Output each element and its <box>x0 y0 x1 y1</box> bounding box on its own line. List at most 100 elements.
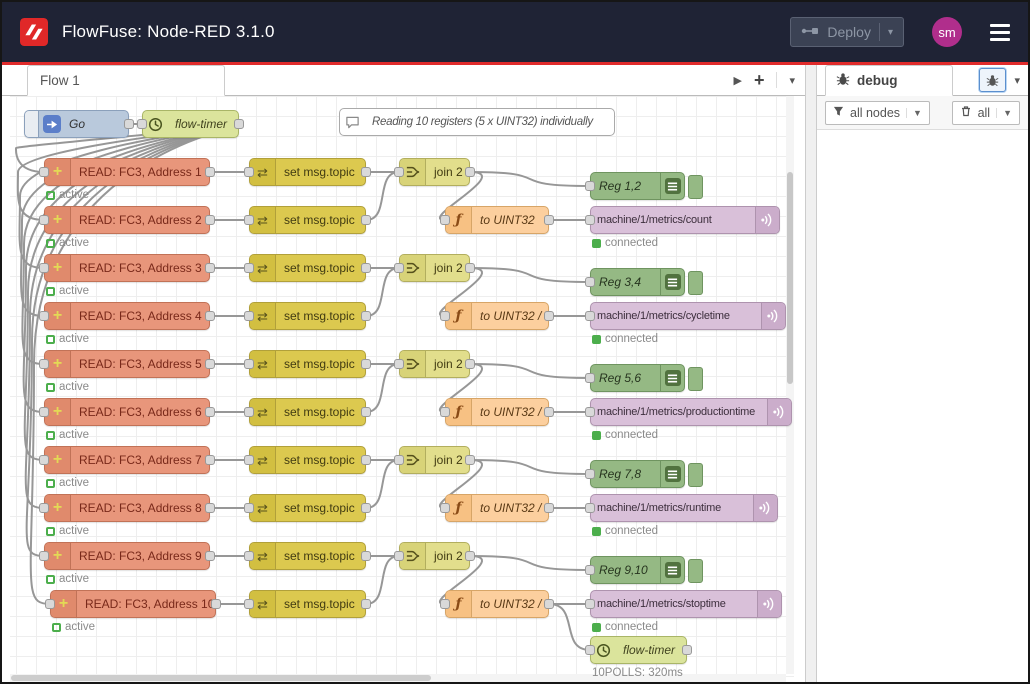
output-port[interactable] <box>205 455 215 465</box>
node-comment1[interactable]: Reading 10 registers (5 x UINT32) indivi… <box>339 108 615 136</box>
flow-list-caret-icon[interactable]: ▾ <box>789 74 795 87</box>
input-port[interactable] <box>39 359 49 369</box>
deploy-options-caret-icon[interactable]: ▾ <box>887 26 893 38</box>
output-port[interactable] <box>682 645 692 655</box>
output-port[interactable] <box>205 167 215 177</box>
node-j2[interactable]: join 2 <box>394 254 475 282</box>
input-port[interactable] <box>585 215 595 225</box>
input-port[interactable] <box>45 599 55 609</box>
sidebar-tabs-caret-icon[interactable]: ▾ <box>1014 74 1020 87</box>
output-port[interactable] <box>361 455 371 465</box>
node-s10[interactable]: ⇄set msg.topic <box>244 590 371 618</box>
input-port[interactable] <box>585 599 595 609</box>
node-r1[interactable]: +READ: FC3, Address 1 <box>39 158 215 186</box>
node-s7[interactable]: ⇄set msg.topic <box>244 446 371 474</box>
output-port[interactable] <box>205 311 215 321</box>
add-flow-button[interactable]: + <box>753 69 765 90</box>
output-port[interactable] <box>205 215 215 225</box>
output-port[interactable] <box>205 503 215 513</box>
output-port[interactable] <box>234 119 244 129</box>
output-port[interactable] <box>465 263 475 273</box>
input-port[interactable] <box>585 181 595 191</box>
node-s6[interactable]: ⇄set msg.topic <box>244 398 371 426</box>
input-port[interactable] <box>244 215 254 225</box>
output-port[interactable] <box>544 407 554 417</box>
output-port[interactable] <box>361 311 371 321</box>
debug-clear-button[interactable]: all ▼ <box>951 100 1020 125</box>
input-port[interactable] <box>244 359 254 369</box>
input-port[interactable] <box>39 551 49 561</box>
node-f5[interactable]: ƒto UINT32 / 100 <box>440 590 554 618</box>
debug-filter-button[interactable]: all nodes ▼ <box>825 100 930 125</box>
output-port[interactable] <box>544 311 554 321</box>
node-r6[interactable]: +READ: FC3, Address 6 <box>39 398 215 426</box>
node-s5[interactable]: ⇄set msg.topic <box>244 350 371 378</box>
node-r10[interactable]: +READ: FC3, Address 10 <box>45 590 221 618</box>
input-port[interactable] <box>440 215 450 225</box>
node-m1[interactable]: machine/1/metrics/count <box>585 206 780 234</box>
input-port[interactable] <box>244 407 254 417</box>
node-s9[interactable]: ⇄set msg.topic <box>244 542 371 570</box>
node-j3[interactable]: join 2 <box>394 350 475 378</box>
input-port[interactable] <box>39 263 49 273</box>
output-port[interactable] <box>361 599 371 609</box>
input-port[interactable] <box>244 599 254 609</box>
node-r3[interactable]: +READ: FC3, Address 3 <box>39 254 215 282</box>
debug-toggle-button[interactable] <box>688 367 703 391</box>
input-port[interactable] <box>394 455 404 465</box>
output-port[interactable] <box>361 407 371 417</box>
node-j1[interactable]: join 2 <box>394 158 475 186</box>
deploy-button[interactable]: Deploy ▾ <box>790 17 904 47</box>
node-f4[interactable]: ƒto UINT32 / 100 <box>440 494 554 522</box>
user-avatar[interactable]: sm <box>932 17 962 47</box>
input-port[interactable] <box>244 551 254 561</box>
output-port[interactable] <box>205 551 215 561</box>
node-m3[interactable]: machine/1/metrics/productiontime <box>585 398 792 426</box>
node-s1[interactable]: ⇄set msg.topic <box>244 158 371 186</box>
output-port[interactable] <box>544 503 554 513</box>
canvas-horizontal-scrollbar[interactable] <box>10 674 786 682</box>
input-port[interactable] <box>244 263 254 273</box>
node-d4[interactable]: Reg 7,8 <box>585 460 703 488</box>
input-port[interactable] <box>39 215 49 225</box>
output-port[interactable] <box>205 407 215 417</box>
output-port[interactable] <box>465 359 475 369</box>
input-port[interactable] <box>244 311 254 321</box>
input-port[interactable] <box>394 167 404 177</box>
input-port[interactable] <box>585 469 595 479</box>
output-port[interactable] <box>544 215 554 225</box>
canvas-vertical-scrollbar[interactable] <box>786 96 794 674</box>
input-port[interactable] <box>585 407 595 417</box>
input-port[interactable] <box>440 503 450 513</box>
output-port[interactable] <box>361 359 371 369</box>
node-go[interactable]: Go <box>24 110 134 138</box>
output-port[interactable] <box>361 551 371 561</box>
input-port[interactable] <box>585 565 595 575</box>
node-r4[interactable]: +READ: FC3, Address 4 <box>39 302 215 330</box>
tab-flow-1[interactable]: Flow 1 <box>27 65 225 96</box>
node-r9[interactable]: +READ: FC3, Address 9 <box>39 542 215 570</box>
node-s3[interactable]: ⇄set msg.topic <box>244 254 371 282</box>
output-port[interactable] <box>205 359 215 369</box>
node-d1[interactable]: Reg 1,2 <box>585 172 703 200</box>
node-r5[interactable]: +READ: FC3, Address 5 <box>39 350 215 378</box>
input-port[interactable] <box>440 599 450 609</box>
node-r2[interactable]: +READ: FC3, Address 2 <box>39 206 215 234</box>
node-r8[interactable]: +READ: FC3, Address 8 <box>39 494 215 522</box>
node-ft2[interactable]: flow-timer <box>585 636 692 664</box>
output-port[interactable] <box>211 599 221 609</box>
debug-toggle-button[interactable] <box>688 463 703 487</box>
input-port[interactable] <box>585 503 595 513</box>
node-f2[interactable]: ƒto UINT32 / 100 <box>440 302 554 330</box>
main-menu-icon[interactable] <box>990 23 1010 41</box>
inject-button[interactable] <box>25 111 39 137</box>
horizontal-scroll-thumb[interactable] <box>11 675 431 681</box>
node-s4[interactable]: ⇄set msg.topic <box>244 302 371 330</box>
input-port[interactable] <box>394 263 404 273</box>
output-port[interactable] <box>361 215 371 225</box>
sidebar-splitter[interactable] <box>805 65 817 682</box>
node-m4[interactable]: machine/1/metrics/runtime <box>585 494 778 522</box>
input-port[interactable] <box>244 503 254 513</box>
input-port[interactable] <box>394 551 404 561</box>
